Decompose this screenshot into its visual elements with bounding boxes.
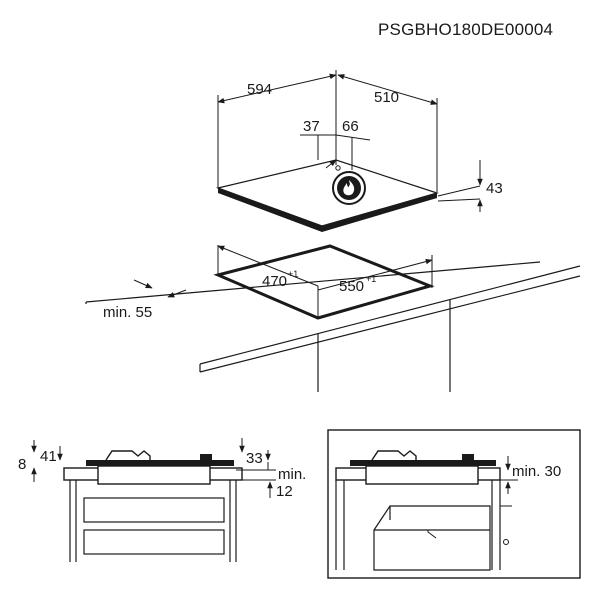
dim-c-label: 33 (246, 450, 263, 467)
width-label: 594 (247, 81, 272, 98)
min-clearance-label: min. 55 (103, 304, 152, 321)
inlet-x-label: 37 (303, 118, 320, 135)
depth-label: 510 (374, 89, 399, 106)
cutout-width-label: 550 (339, 278, 364, 295)
min-value-label: 12 (276, 483, 293, 500)
cutout-depth-label: 470 (262, 273, 287, 290)
hob-perspective (215, 70, 483, 232)
document-code: PSGBHO180DE00004 (378, 20, 554, 39)
min-30-label: min. 30 (512, 463, 561, 480)
cutout-depth-tolerance: +1 (288, 269, 298, 279)
section-view-left (31, 438, 276, 562)
min-label: min. (278, 466, 306, 483)
worktop (85, 244, 581, 392)
dim-b-label: 8 (18, 456, 26, 473)
dim-a-label: 41 (40, 448, 57, 465)
inlet-y-label: 66 (342, 118, 359, 135)
cutout-width-tolerance: +1 (366, 274, 376, 284)
flame-icon (343, 180, 355, 196)
height-label: 43 (486, 180, 503, 197)
section-view-right (327, 429, 581, 579)
